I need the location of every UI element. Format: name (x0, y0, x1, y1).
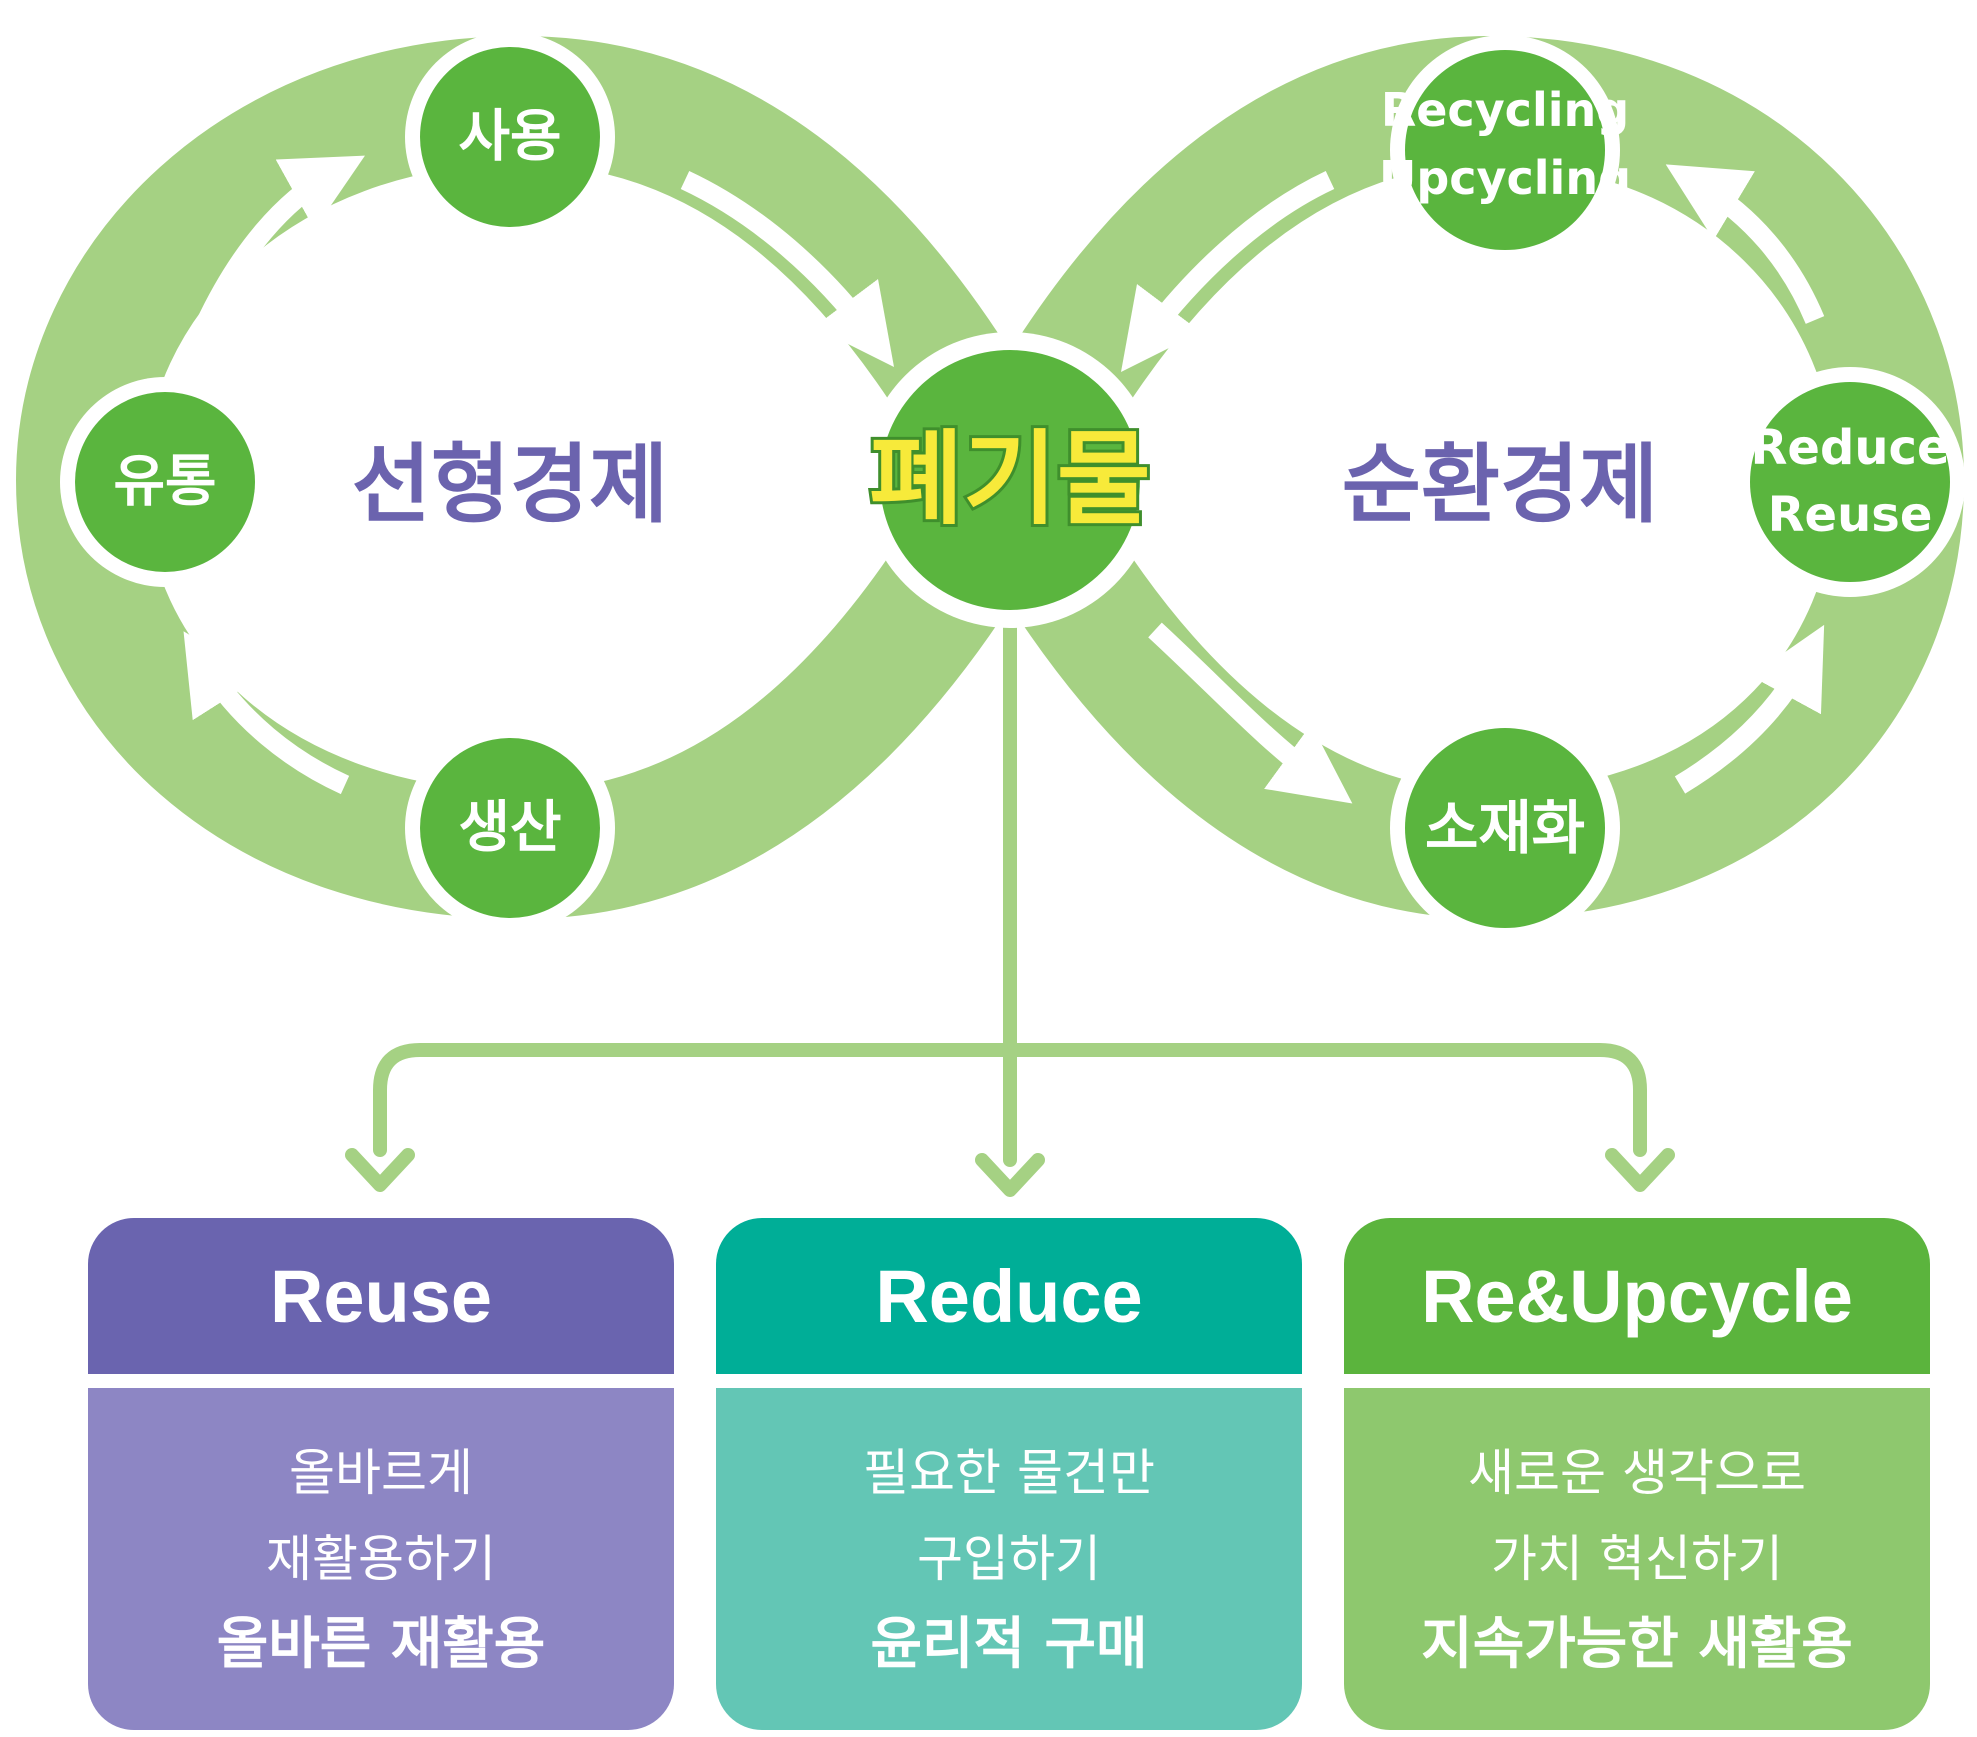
svg-text:Upcycling: Upcycling (1379, 151, 1631, 205)
connector-horizontal (373, 1043, 1647, 1157)
card-reupcycle: Re&Upcycle 새로운 생각으로 가치 혁신하기 지속가능한 새활용 (1344, 1218, 1930, 1730)
card-separator (1344, 1374, 1930, 1388)
card-reduce-body: 필요한 물건만 구입하기 윤리적 구매 (716, 1388, 1302, 1730)
flow-arrow-distribution-to-use (195, 155, 365, 330)
card-reuse-line-1: 올바르게 (289, 1444, 473, 1502)
svg-text:유통: 유통 (113, 450, 216, 515)
card-reduce-line-1: 필요한 물건만 (863, 1444, 1155, 1502)
svg-text:폐기물: 폐기물 (869, 421, 1151, 540)
svg-text:생산: 생산 (458, 796, 561, 861)
flow-arrow-use-to-waste (680, 170, 895, 367)
card-reuse-title: Reuse (88, 1218, 674, 1374)
flow-arrow-reduce-to-recycling (1665, 164, 1825, 324)
card-reupcycle-highlight: 지속가능한 새활용 (1421, 1612, 1853, 1677)
circular-economy-label: 순환경제 (1342, 435, 1658, 535)
card-reupcycle-line-1: 새로운 생각으로 (1468, 1444, 1806, 1502)
node-distribution: 유통 (60, 377, 270, 587)
card-separator (88, 1374, 674, 1388)
svg-text:Recycling: Recycling (1381, 83, 1629, 137)
flow-arrow-production-to-distribution (183, 631, 350, 795)
svg-text:Reduce: Reduce (1750, 420, 1949, 476)
svg-text:사용: 사용 (458, 105, 561, 170)
card-reuse-body: 올바르게 재활용하기 올바른 재활용 (88, 1388, 674, 1730)
node-reduce-reuse: Reduce Reuse (1735, 367, 1965, 597)
node-recycling-upcycling: Recycling Upcycling (1379, 35, 1631, 265)
flow-arrow-recycling-to-waste (1120, 170, 1335, 372)
card-reduce: Reduce 필요한 물건만 구입하기 윤리적 구매 (716, 1218, 1302, 1730)
card-reduce-title: Reduce (716, 1218, 1302, 1374)
card-reuse: Reuse 올바르게 재활용하기 올바른 재활용 (88, 1218, 674, 1730)
card-reduce-line-2: 구입하기 (917, 1530, 1101, 1588)
linear-economy-label: 선형경제 (352, 435, 668, 535)
node-materialization: 소재화 (1390, 713, 1620, 943)
connector-arrowhead-reupcycle (1605, 1148, 1675, 1192)
node-waste: 폐기물 (862, 332, 1158, 628)
card-reupcycle-body: 새로운 생각으로 가치 혁신하기 지속가능한 새활용 (1344, 1388, 1930, 1730)
card-reuse-highlight: 올바른 재활용 (216, 1612, 546, 1677)
connector-arrowhead-reuse (345, 1148, 415, 1192)
flow-arrow-waste-to-materialization (1148, 622, 1353, 804)
card-separator (716, 1374, 1302, 1388)
svg-text:소재화: 소재화 (1425, 794, 1585, 862)
svg-text:Reuse: Reuse (1768, 487, 1933, 543)
node-use: 사용 (405, 32, 615, 242)
connector-arrowhead-reduce (975, 1153, 1045, 1197)
flow-arrow-materialization-to-reduce (1674, 624, 1825, 794)
card-reupcycle-title: Re&Upcycle (1344, 1218, 1930, 1374)
node-production: 생산 (405, 723, 615, 933)
card-reuse-line-2: 재활용하기 (266, 1530, 496, 1588)
card-reupcycle-line-2: 가치 혁신하기 (1491, 1530, 1783, 1588)
card-reduce-highlight: 윤리적 구매 (870, 1612, 1148, 1677)
